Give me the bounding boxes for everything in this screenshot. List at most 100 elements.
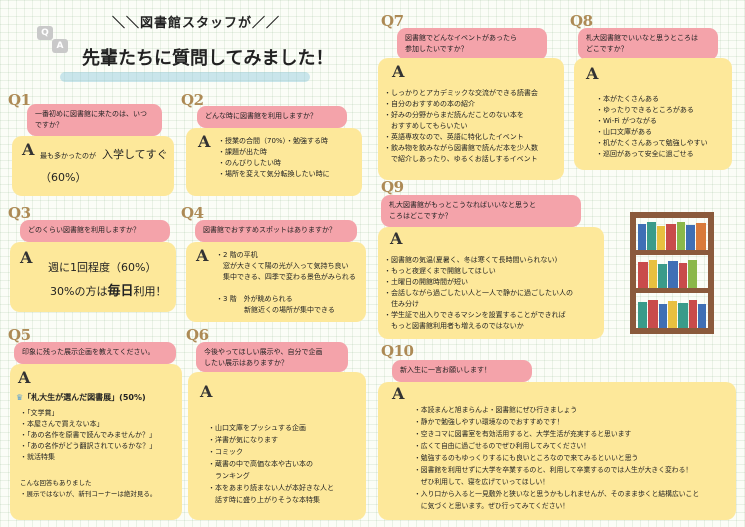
q10-answer-line: に気づくと思います。ぜひ行ってみてください！: [414, 502, 570, 510]
q2-answer-line: ・場所を変えて気分転換したい時に: [218, 170, 330, 178]
q10-answer-line: ・図書館を利用せずに大学を卒業するのと、利用して卒業するのでは人生が大きく変わる…: [414, 466, 693, 474]
q8-answer: A ・本がたくさんある ・ゆったりできるところがある ・Wi-Fi がつながる …: [574, 58, 732, 170]
q8-answer-line: ・山口文庫がある: [596, 128, 652, 136]
q9-question-line: ころはどこですか？: [389, 212, 452, 220]
q4-answer-line: 集中できる、四季で変わる景色がみられる: [216, 273, 356, 281]
q8-answer-line: ・机がたくさんあって勉強しやすい: [596, 139, 708, 147]
q4-answer-line: ・3 階 外が眺められる: [216, 295, 293, 303]
q10-question-line: 新入生に一言お願いします！: [400, 366, 491, 374]
q6-answer-line: ・蔵書の中で高価な本や古い本の: [208, 460, 313, 468]
q9-a-mark: A: [390, 229, 403, 248]
qa-badge-q: Q: [37, 26, 53, 40]
q4-answer-line: [216, 283, 356, 294]
q5-answer: A ♛「札大生が選んだ図書展」(50%) ・「文学賞」 ・本屋さんで買えない本」…: [10, 364, 182, 520]
q1-answer-small: 最も多かったのが: [40, 152, 96, 160]
qa-badge-a: A: [52, 39, 68, 53]
q7-label: Q7: [381, 12, 404, 30]
q6-question-line: したい展示はありますか？: [204, 359, 288, 367]
q7-answer-line: おすすめしてもらいたい: [384, 122, 468, 130]
q3-answer-bold: 毎日: [107, 284, 134, 299]
q5-answer-line: ・「あの名作を原書で読んでみませんか？」: [20, 431, 156, 439]
q8-answer-line: ・ゆったりできるところがある: [596, 106, 694, 114]
q7-question-line: 参加したいですか？: [405, 45, 468, 53]
q10-a-mark: A: [392, 384, 405, 403]
q7-answer-line: ・しっかりとアカデミックな交流ができる読書会: [384, 89, 538, 97]
q8-answer-line: ・巡回があって安全に過ごせる: [596, 150, 694, 158]
q2-answer-line: ・課題が出た時: [218, 148, 267, 156]
q4-a-mark: A: [196, 246, 209, 265]
q9-answer-line: 住み分け: [384, 300, 419, 308]
q8-question: 札大図書館でいいなと思うところは どこですか？: [578, 28, 718, 60]
q3-question-line: どのくらい図書館を利用しますか？: [28, 226, 140, 234]
q4-answer-line: ・2 階の平机: [216, 251, 258, 259]
q10-label: Q10: [381, 342, 414, 360]
crown-icon: ♛: [16, 393, 24, 402]
q10-answer-line: ・勉強するのもゆっくりするにも良いところなので来てみるといいと思う: [414, 454, 639, 462]
q3-answer-line2: 30%の方は毎日利用！: [50, 284, 166, 300]
q6-answer-line: ・本をあまり読まない人が本好きな人と: [208, 484, 334, 492]
q10-answer-line: ・本読まんと旭まらんよ・図書館にぜひ行きましょう: [414, 406, 578, 414]
q6-answer-line: ・山口文庫をプッシュする企画: [208, 424, 306, 432]
q3-answer-line1: 週に1回程度（60%）: [48, 261, 157, 274]
q6-answer: A ・山口文庫をプッシュする企画 ・洋書が気になります ・コミック ・蔵書の中で…: [188, 372, 366, 520]
q5-answer-line: ・本屋さんで買えない本」: [20, 420, 104, 428]
q10-question: 新入生に一言お願いします！: [392, 360, 532, 382]
q2-question-line: どんな時に図書館を利用しますか？: [205, 112, 317, 120]
q3-answer-pre: 30%の方は: [50, 285, 108, 298]
q7-answer: A ・しっかりとアカデミックな交流ができる読書会 ・自分のおすすめの本の紹介 ・…: [378, 58, 564, 180]
q3-question: どのくらい図書館を利用しますか？: [20, 220, 170, 242]
q3-a-mark: A: [20, 248, 33, 267]
q5-highlight-text: 「札大生が選んだ図書展」(50%): [23, 393, 146, 402]
q8-question-line: 札大図書館でいいなと思うところは: [586, 34, 698, 42]
q2-label: Q2: [181, 91, 204, 109]
q9-answer-line: もっと図書館利用者も増えるのではないか: [384, 322, 524, 330]
q2-answer: A ・授業の合間（70%）・勉強する時 ・課題が出た時 ・のんびりしたい時 ・場…: [186, 128, 362, 196]
q5-note-line: ・展示ではないが、新刊コーナーは絶対見る。: [20, 490, 157, 498]
q8-answer-line: ・Wi-Fi がつながる: [596, 117, 657, 125]
q9-answer-line: ・もっと夜遅くまで開館してほしい: [384, 267, 496, 275]
q5-note-line: こんな回答もありました: [20, 479, 92, 487]
q9-question: 札大図書館がもっとこうなればいいなと思うと ころはどこですか？: [381, 195, 581, 227]
q5-a-mark: A: [18, 368, 31, 387]
q9-answer-line: ・学生証で出入りできるマシンを設置することができれば: [384, 311, 566, 319]
q6-answer-line: ・洋書が気になります: [208, 436, 278, 444]
q1-label: Q1: [8, 91, 31, 109]
q1-a-mark: A: [22, 140, 35, 159]
q8-answer-line: ・本がたくさんある: [596, 95, 659, 103]
q4-label: Q4: [181, 204, 204, 222]
q7-question: 図書館でどんなイベントがあったら 参加したいですか？: [397, 28, 547, 60]
q2-question: どんな時に図書館を利用しますか？: [197, 106, 347, 128]
q10-answer-line: ぜひ利用して、寝を広げていってほしい！: [414, 478, 550, 486]
q2-answer-line: ・のんびりしたい時: [218, 159, 281, 167]
q7-answer-line: ・好みの分野からまだ読んだことのない本を: [384, 111, 524, 119]
q6-answer-line: ・コミック: [208, 448, 243, 456]
q4-question-line: 図書館でおすすめスポットはありますか？: [203, 226, 336, 234]
q10-answer-line: ・静かで勉強しやすい環境なのでおすすめです！: [414, 418, 564, 426]
q9-question-line: 札大図書館がもっとこうなればいいなと思うと: [389, 201, 536, 209]
q7-answer-line: ・英語専攻なので、英語に特化したイベント: [384, 133, 524, 141]
q7-answer-line: ・自分のおすすめの本の紹介: [384, 100, 475, 108]
q10-answer-line: ・広くて自由に過ごせるのでぜひ利用してみてください！: [414, 442, 591, 450]
q5-answer-line: ・「文学賞」: [20, 409, 59, 417]
q2-a-mark: A: [198, 132, 211, 151]
q3-answer: A 週に1回程度（60%） 30%の方は毎日利用！: [10, 242, 176, 312]
q2-answer-line: ・授業の合間（70%）・勉強する時: [218, 137, 329, 145]
q9-label: Q9: [381, 178, 404, 196]
q1-answer-pct: （60%）: [40, 171, 87, 184]
bookshelf-icon: [630, 212, 714, 334]
q7-answer-line: で紹介しあったり、ゆるくお話しするイベント: [384, 155, 538, 163]
q1-question-line: ですか？: [35, 121, 63, 129]
q6-answer-line: ランキング: [208, 472, 250, 480]
q5-question-line: 印象に残った展示企画を教えてください。: [22, 348, 155, 356]
title-underline: [60, 72, 310, 82]
q6-question-line: 今後やってほしい展示や、自分で企画: [204, 348, 323, 356]
q5-label: Q5: [8, 326, 31, 344]
q8-question-line: どこですか？: [586, 45, 628, 53]
q6-question: 今後やってほしい展示や、自分で企画 したい展示はありますか？: [196, 342, 348, 372]
q6-a-mark: A: [200, 382, 213, 401]
q8-a-mark: A: [586, 64, 599, 83]
qa-badge: Q A: [37, 26, 71, 56]
q5-answer-line: ・「あの名作がどう翻訳されているかな？」: [20, 442, 157, 450]
q1-answer-big: 入学してすぐ: [102, 148, 168, 161]
q1-question-line: 一番初めに図書館に来たのは、いつ: [35, 110, 147, 118]
